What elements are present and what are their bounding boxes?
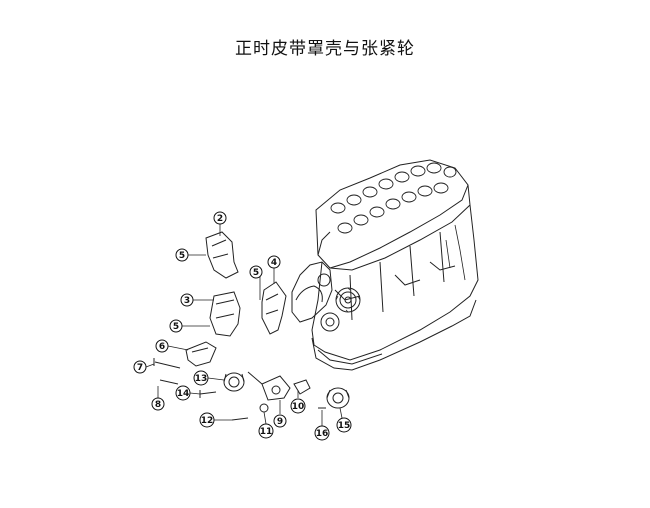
svg-text:16: 16 [316,429,329,439]
svg-text:3: 3 [184,296,190,306]
svg-text:14: 14 [177,389,190,399]
callout-4: 4 [267,255,281,269]
svg-text:10: 10 [292,402,305,412]
svg-text:5: 5 [179,251,185,261]
side-cover-part [261,281,287,335]
svg-text:9: 9 [277,417,283,427]
callout-5: 5 [175,248,189,262]
callout-16: 16 [314,425,330,441]
tensioner-pulley-part [326,387,350,409]
svg-text:7: 7 [137,363,143,373]
callout-2: 2 [213,211,227,225]
callout-5: 5 [249,265,263,279]
callout-3: 3 [180,293,194,307]
callout-5: 5 [169,319,183,333]
callout-markers: 2 5 3 5 5 4 6 7 8 13 14 12 11 9 10 16 15 [133,211,352,441]
callout-13: 13 [193,370,209,386]
svg-text:8: 8 [155,400,161,410]
svg-text:5: 5 [173,322,179,332]
callout-9: 9 [273,414,287,428]
svg-text:12: 12 [201,416,214,426]
tensioner-parts [247,371,311,413]
callout-12: 12 [199,412,215,428]
callout-8: 8 [151,397,165,411]
svg-text:11: 11 [260,427,273,437]
svg-text:5: 5 [253,268,259,278]
svg-text:2: 2 [217,214,223,224]
svg-text:13: 13 [195,374,208,384]
mid-cover-part [209,291,241,337]
svg-text:15: 15 [338,421,351,431]
callout-7: 7 [133,360,147,374]
callout-10: 10 [290,398,306,414]
callout-15: 15 [336,417,352,433]
svg-text:6: 6 [159,342,165,352]
idler-pulley-part [223,372,245,392]
bracket-part [185,341,217,367]
upper-cover-part [205,231,239,279]
callout-14: 14 [175,385,191,401]
svg-text:4: 4 [271,258,277,268]
callout-6: 6 [155,339,169,353]
engine-block [291,159,479,371]
callout-11: 11 [258,423,274,439]
diagram-title: 正时皮带罩壳与张紧轮 [235,39,415,59]
leader-lines [145,224,343,426]
